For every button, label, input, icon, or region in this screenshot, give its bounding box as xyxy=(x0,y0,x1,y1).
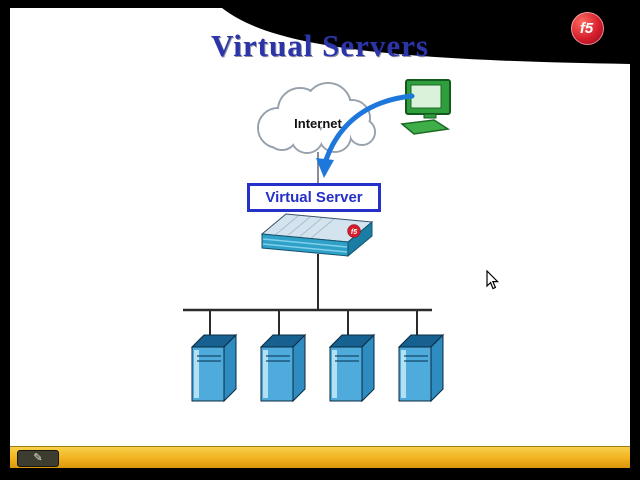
pen-tool-button[interactable]: ✎ xyxy=(17,450,59,467)
appliance-side xyxy=(347,220,373,258)
appliance-f5-badge xyxy=(347,224,361,238)
slide-title: Virtual Servers xyxy=(211,28,429,63)
monitor-screen xyxy=(410,84,442,109)
keyboard xyxy=(400,119,451,135)
monitor-stand xyxy=(423,113,437,119)
slide-canvas[interactable]: Virtual Servers f5 xyxy=(10,8,630,468)
top-swoosh-decoration xyxy=(222,8,630,64)
bottom-bar: ✎ xyxy=(10,446,630,468)
server-tower-4 xyxy=(397,333,445,403)
bigip-appliance-icon: f5 xyxy=(260,213,374,258)
internet-cloud-icon xyxy=(257,82,376,154)
virtual-server-label: Virtual Server xyxy=(265,189,363,206)
pen-icon: ✎ xyxy=(33,452,43,464)
f5-logo: f5 xyxy=(571,12,604,45)
client-to-virtual-server-arrow xyxy=(316,93,415,178)
connection-lines xyxy=(183,152,432,336)
network-diagram: f5 xyxy=(183,79,451,403)
server-tower-3 xyxy=(328,333,376,403)
server-tower-2 xyxy=(259,333,307,403)
f5-logo-text: f5 xyxy=(579,20,594,37)
internet-label: Internet xyxy=(294,116,342,131)
server-tower-1 xyxy=(190,333,238,403)
client-computer-icon xyxy=(400,79,451,135)
virtual-server-box: Virtual Server xyxy=(247,183,381,212)
appliance-f5-badge-text: f5 xyxy=(351,229,357,236)
mouse-cursor xyxy=(486,270,500,290)
